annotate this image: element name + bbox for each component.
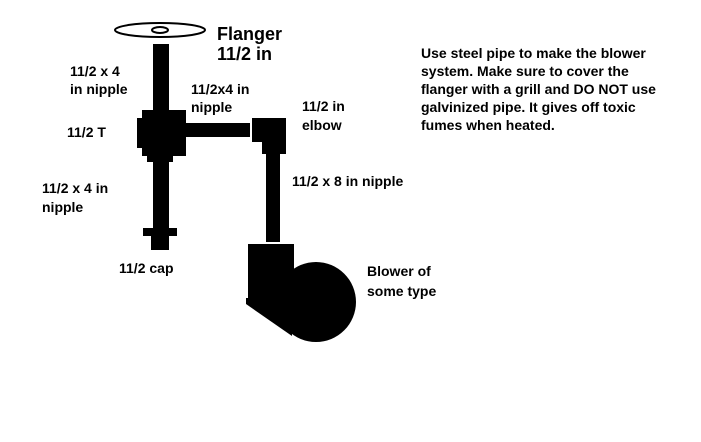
- elbow-label-line2: elbow: [302, 117, 342, 133]
- flanger-label: Flanger: [217, 24, 283, 44]
- blower-shape: [246, 244, 356, 342]
- tee-label: 11/2 T: [67, 124, 106, 140]
- flanger-hole: [151, 26, 169, 34]
- instruction-note: Use steel pipe to make the blower system…: [421, 45, 656, 133]
- lower-nipple-shape: [153, 162, 169, 228]
- cap-shape: [143, 228, 177, 250]
- blower-label-line1: Blower of: [367, 263, 431, 279]
- top-nipple-shape: [153, 44, 169, 110]
- blower-label-line2: some type: [367, 283, 437, 299]
- flanger-size-label: 11/2 in: [217, 44, 273, 64]
- top-nipple-label-line1: 11/2 x 4: [70, 63, 120, 79]
- lower-nipple-label-line2: nipple: [42, 199, 84, 215]
- tee-shape: [137, 110, 186, 162]
- lower-nipple-label-line1: 11/2 x 4 in: [42, 180, 109, 196]
- long-nipple-shape: [266, 154, 280, 242]
- elbow-label-line1: 11/2 in: [302, 98, 345, 114]
- side-nipple-label-line2: nipple: [191, 99, 233, 115]
- cap-label: 11/2 cap: [119, 260, 174, 276]
- elbow-shape: [252, 118, 286, 154]
- side-nipple-shape: [186, 123, 250, 137]
- side-nipple-label-line1: 11/2x4 in: [191, 81, 250, 97]
- long-nipple-label: 11/2 x 8 in nipple: [292, 173, 404, 189]
- top-nipple-label-line2: in nipple: [70, 81, 128, 97]
